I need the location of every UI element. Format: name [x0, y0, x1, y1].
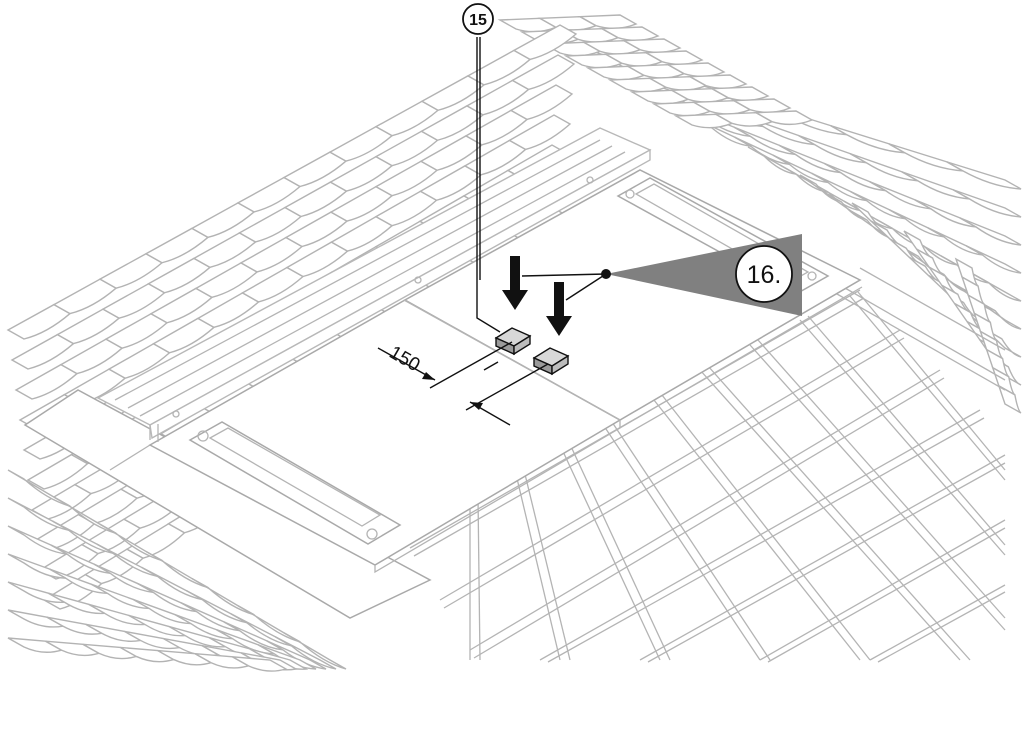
roof-tile	[972, 273, 1022, 302]
roof-tile	[508, 114, 572, 151]
roof-tiles-upper-right	[497, 14, 1022, 414]
step-number: 16.	[747, 261, 782, 289]
tile-row	[954, 257, 1022, 414]
roof-tile	[953, 189, 1022, 218]
roof-tile	[753, 110, 814, 126]
roof-tile	[966, 245, 1022, 274]
tile-row	[7, 469, 347, 670]
step-callout: 16.	[521, 234, 802, 316]
part-callout-15: 15	[462, 3, 501, 333]
tile-row	[14, 84, 574, 400]
roof-tile	[946, 161, 1022, 190]
flashing-sheet	[23, 389, 432, 619]
roof-tile	[275, 636, 337, 670]
roof-tile	[232, 656, 288, 672]
roof-tile	[959, 217, 1022, 246]
placement-arrow-right	[546, 282, 572, 336]
mounting-rail	[96, 127, 652, 442]
roof-tile	[914, 199, 977, 228]
roof-tile	[849, 152, 919, 182]
step-badge	[735, 245, 793, 303]
tile-row	[6, 24, 578, 340]
tile-row	[651, 98, 792, 117]
roof-tile	[511, 54, 576, 91]
roof-tile	[888, 143, 964, 172]
rubber-pad-right	[532, 347, 570, 376]
tile-row	[10, 54, 576, 370]
tile-row	[7, 525, 327, 670]
tile-row	[695, 118, 1022, 274]
tile-row	[607, 74, 748, 93]
part-number: 15	[469, 12, 487, 29]
tile-row	[7, 497, 337, 670]
roof-tile	[997, 384, 1022, 414]
roof-tile	[901, 171, 970, 200]
tile-row	[7, 581, 309, 670]
tile-row	[673, 110, 814, 129]
roof-tile	[830, 124, 906, 154]
tile-row	[563, 50, 704, 69]
tile-row	[7, 637, 288, 672]
roof-battens	[409, 267, 1006, 663]
tile-row	[585, 62, 726, 81]
roof-tile	[978, 301, 1022, 330]
roof-tile	[512, 24, 578, 61]
roof-tile	[283, 632, 347, 670]
tile-row	[7, 553, 317, 670]
tile-row	[851, 202, 1022, 358]
placement-arrow-left	[502, 256, 528, 310]
roof-tile	[509, 84, 574, 121]
